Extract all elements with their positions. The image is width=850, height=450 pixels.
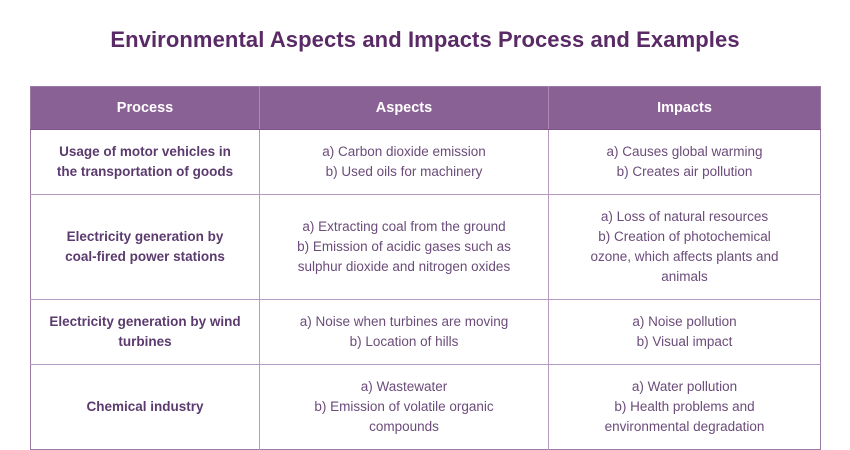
cell-lines-impacts: a) Water pollution b) Health problems an… — [559, 377, 810, 437]
cell-line: compounds — [369, 419, 439, 434]
cell-process: Electricity generation by coal-fired pow… — [30, 194, 260, 300]
cell-line: turbines — [118, 334, 172, 349]
table-container: Process Aspects Impacts Usage of motor v… — [30, 86, 821, 450]
cell-aspects: a) Extracting coal from the ground b) Em… — [259, 194, 549, 300]
cell-line: b) Used oils for machinery — [325, 164, 483, 179]
table-header-row: Process Aspects Impacts — [30, 86, 821, 130]
cell-line: b) Emission of acidic gases such as — [297, 239, 511, 254]
cell-line: coal-fired power stations — [65, 249, 225, 264]
cell-lines-process: Electricity generation by wind turbines — [39, 312, 251, 352]
cell-process: Chemical industry — [30, 364, 260, 450]
cell-lines-aspects: a) Extracting coal from the ground b) Em… — [270, 217, 538, 277]
cell-line: sulphur dioxide and nitrogen oxides — [297, 259, 511, 274]
cell-line: a) Loss of natural resources — [600, 209, 769, 224]
cell-impacts: a) Noise pollution b) Visual impact — [548, 299, 821, 365]
cell-line: b) Emission of volatile organic — [314, 399, 494, 414]
cell-line: a) Noise pollution — [632, 314, 737, 329]
table-row: Electricity generation by coal-fired pow… — [30, 194, 821, 300]
column-header-aspects: Aspects — [259, 86, 549, 130]
cell-line: b) Visual impact — [636, 334, 733, 349]
cell-line: a) Noise when turbines are moving — [299, 314, 509, 329]
cell-line: b) Creation of photochemical — [598, 229, 771, 244]
cell-process: Electricity generation by wind turbines — [30, 299, 260, 365]
cell-process: Usage of motor vehicles in the transport… — [30, 129, 260, 195]
cell-line: a) Causes global warming — [606, 144, 763, 159]
cell-line: a) Wastewater — [360, 379, 448, 394]
cell-line: a) Extracting coal from the ground — [302, 219, 506, 234]
table-body: Usage of motor vehicles in the transport… — [30, 129, 821, 450]
cell-lines-impacts: a) Causes global warming b) Creates air … — [559, 142, 810, 182]
table-row: Electricity generation by wind turbines … — [30, 299, 821, 365]
cell-line: animals — [661, 269, 708, 284]
table-row: Chemical industry a) Wastewater b) Emiss… — [30, 364, 821, 450]
cell-impacts: a) Loss of natural resources b) Creation… — [548, 194, 821, 300]
cell-lines-impacts: a) Loss of natural resources b) Creation… — [559, 207, 810, 287]
cell-impacts: a) Causes global warming b) Creates air … — [549, 130, 821, 195]
table-header: Process Aspects Impacts — [30, 86, 821, 130]
cell-line: a) Carbon dioxide emission — [322, 144, 486, 159]
cell-line: ozone, which affects plants and — [590, 249, 779, 264]
cell-line: Chemical industry — [86, 399, 204, 414]
cell-line: Electricity generation by — [66, 229, 224, 244]
cell-impacts: a) Water pollution b) Health problems an… — [548, 364, 821, 450]
cell-line: environmental degradation — [604, 419, 765, 434]
cell-aspects: a) Carbon dioxide emission b) Used oils … — [259, 129, 549, 195]
cell-lines-aspects: a) Noise when turbines are moving b) Loc… — [270, 312, 538, 352]
cell-line: Electricity generation by wind — [49, 314, 241, 329]
column-header-process: Process — [30, 86, 260, 130]
cell-lines-process: Usage of motor vehicles in the transport… — [39, 142, 251, 182]
cell-line: a) Water pollution — [631, 379, 738, 394]
aspects-impacts-table: Process Aspects Impacts Usage of motor v… — [30, 86, 821, 450]
cell-lines-aspects: a) Carbon dioxide emission b) Used oils … — [270, 142, 538, 182]
cell-line: b) Health problems and — [614, 399, 755, 414]
cell-line: Usage of motor vehicles in — [59, 144, 231, 159]
cell-line: the transportation of goods — [56, 164, 234, 179]
cell-line: b) Location of hills — [349, 334, 459, 349]
column-header-impacts: Impacts — [548, 86, 821, 130]
cell-lines-aspects: a) Wastewater b) Emission of volatile or… — [270, 377, 538, 437]
cell-aspects: a) Noise when turbines are moving b) Loc… — [259, 299, 549, 365]
cell-line: b) Creates air pollution — [616, 164, 753, 179]
table-row: Usage of motor vehicles in the transport… — [30, 129, 821, 195]
cell-lines-process: Electricity generation by coal-fired pow… — [39, 227, 251, 267]
cell-lines-process: Chemical industry — [39, 397, 251, 417]
cell-lines-impacts: a) Noise pollution b) Visual impact — [559, 312, 810, 352]
page-title: Environmental Aspects and Impacts Proces… — [110, 27, 740, 52]
cell-aspects: a) Wastewater b) Emission of volatile or… — [259, 364, 549, 450]
